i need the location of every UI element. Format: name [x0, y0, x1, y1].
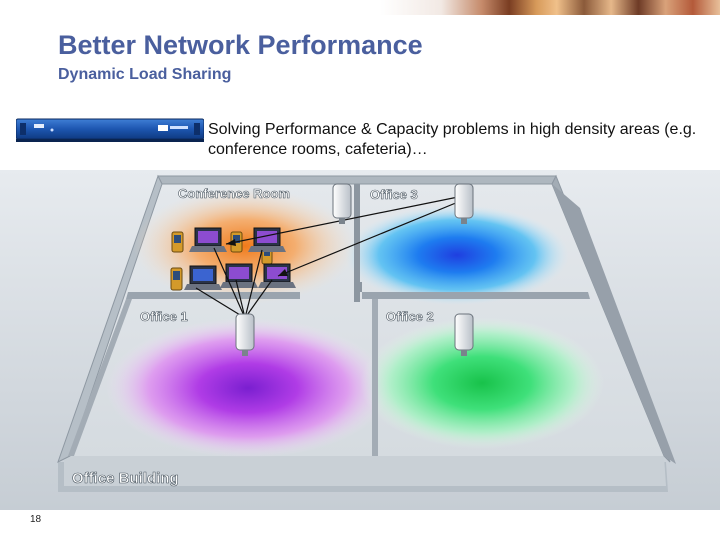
- page-number: 18: [30, 514, 42, 525]
- office-building-diagram: Conference Room Office 3 Office 1 Office…: [0, 170, 720, 510]
- access-point-icon: [454, 183, 474, 224]
- association-arrowheads: [226, 239, 288, 276]
- client-devices: [170, 227, 296, 291]
- laptop-icon: [220, 263, 258, 288]
- access-point-icon: [235, 313, 255, 356]
- building-label: Office Building: [72, 470, 179, 487]
- room-label-office-1: Office 1: [140, 309, 188, 324]
- laptop-icon: [248, 227, 286, 252]
- pda-icon: [170, 267, 183, 291]
- header-photo-strip: [380, 0, 720, 15]
- pda-icon: [171, 231, 184, 253]
- room-label-conference: Conference Room: [178, 186, 290, 201]
- access-point-icon: [454, 313, 474, 356]
- room-label-office-3: Office 3: [370, 187, 418, 202]
- slide-subtitle: Dynamic Load Sharing: [58, 66, 232, 83]
- rack-device-icon: [16, 118, 204, 142]
- laptop-icon: [189, 227, 227, 252]
- room-label-office-2: Office 2: [386, 309, 434, 324]
- slide-description: Solving Performance & Capacity problems …: [208, 121, 697, 158]
- slide-title: Better Network Performance: [58, 30, 423, 60]
- laptop-icon: [184, 265, 222, 290]
- access-point-icon: [332, 183, 352, 224]
- laptop-icon: [258, 263, 296, 288]
